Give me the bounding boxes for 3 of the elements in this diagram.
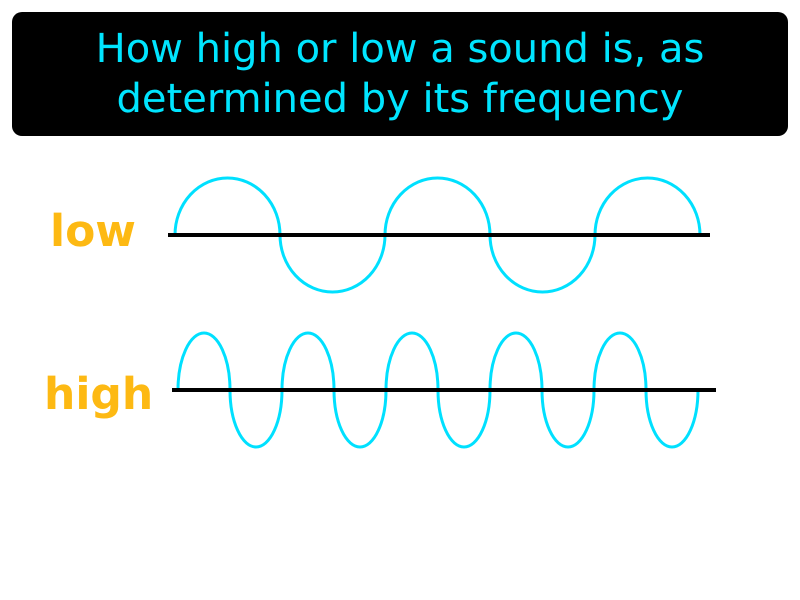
title: How high or low a sound is, as determined by its frequency [94, 25, 706, 124]
wave-label: high [44, 370, 154, 420]
wave-label: low [50, 207, 136, 257]
